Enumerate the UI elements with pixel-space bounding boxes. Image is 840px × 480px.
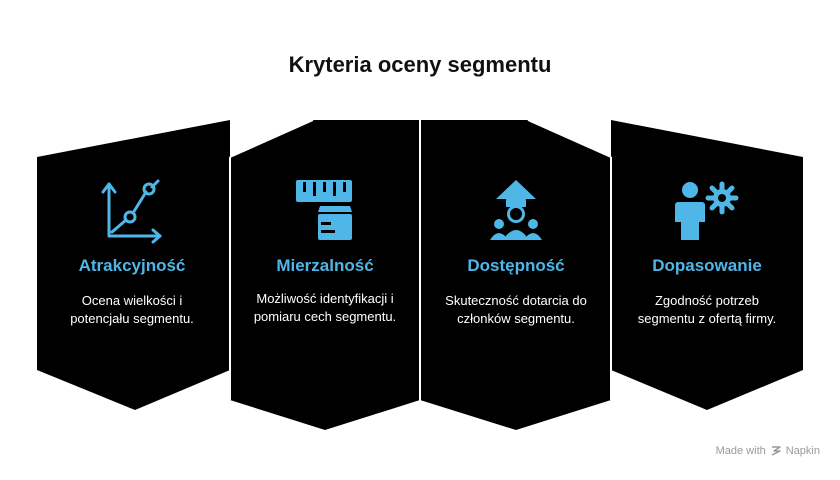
napkin-brand: Napkin [785, 445, 820, 457]
card-3-shape [420, 120, 611, 430]
card-1-shape [37, 120, 230, 410]
card-3-heading: Dostępność [467, 256, 565, 275]
person-gear-icon [675, 181, 739, 240]
card-2-heading: Mierzalność [276, 256, 374, 275]
card-3-description: Skuteczność dotarcia do członków segment… [445, 293, 587, 326]
made-with-napkin-badge[interactable]: Made with Napkin [716, 445, 820, 457]
card-1-heading: Atrakcyjność [78, 256, 186, 275]
card-4-shape [611, 120, 803, 410]
card-2-shape [230, 120, 420, 430]
napkin-logo-icon [771, 446, 781, 456]
card-2-description: Możliwość identyfikacji i pomiaru cech s… [253, 291, 397, 324]
card-1-description: Ocena wielkości i potencjału segmentu. [70, 293, 194, 326]
growth-chart-icon [101, 179, 162, 244]
card-separators [229, 119, 612, 430]
card-4-heading: Dopasowanie [652, 256, 762, 275]
diagram-title: Kryteria oceny segmentu [288, 52, 552, 77]
card-4-description: Zgodność potrzeb segmentu z ofertą firmy… [637, 293, 777, 326]
made-with-label: Made with [715, 445, 766, 457]
target-audience-icon [490, 180, 542, 240]
ruler-icon [296, 180, 352, 240]
